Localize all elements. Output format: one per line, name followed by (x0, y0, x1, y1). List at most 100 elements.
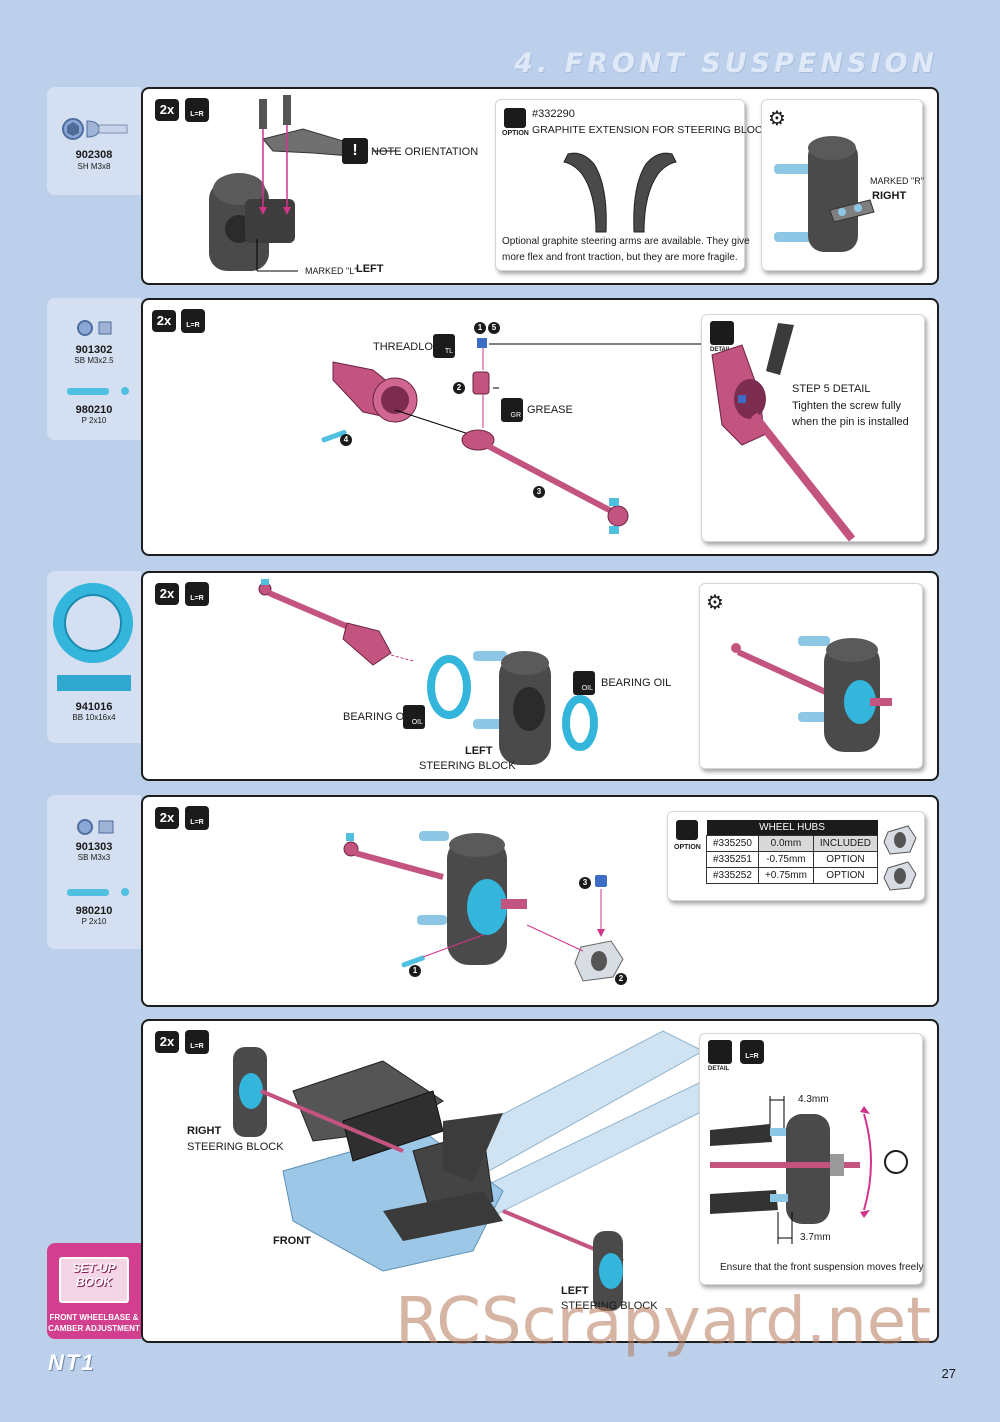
detail-illustration (711, 323, 856, 542)
magnifier-detail-icon (710, 321, 734, 345)
part-desc: SH M3x8 (77, 162, 111, 171)
part-desc: BB 10x16x4 (72, 713, 116, 722)
result-view-panel: ⚙ MARKED "R" RIGHT (761, 99, 924, 271)
wheel-hub-assembly-illustration (343, 831, 624, 982)
grease-label: GREASE (527, 404, 573, 416)
part-code: 901303 (75, 841, 113, 853)
page-number: 27 (941, 1366, 956, 1381)
part-code: 941016 (75, 701, 113, 713)
detail-tag: DETAIL (710, 347, 732, 353)
wheel-hub-icons (883, 825, 917, 891)
graphite-arms-illustration (563, 152, 677, 233)
set-screw-icon (77, 819, 114, 835)
option-title: GRAPHITE EXTENSION FOR STEERING BLOCK (2… (532, 124, 786, 136)
driveshaft-assembly-illustration (321, 338, 703, 534)
left-label: LEFT (561, 1285, 589, 1297)
note-orientation-label: NOTE ORIENTATION (371, 146, 479, 158)
book-icon (59, 1257, 129, 1303)
parts-panel-step2: 901302 SB M3x2.5 980210 P 2x10 (47, 298, 141, 440)
detail-panel: DETAIL L=R 4.3mm 3.7mm Ensure that the f… (699, 1033, 923, 1285)
setup-book-text-1: FRONT WHEELBASE & (49, 1313, 139, 1322)
left-label: LEFT (465, 745, 493, 757)
option-tag: OPTION (502, 130, 529, 137)
qty-badge: 2x (155, 1031, 179, 1053)
right-label: RIGHT (872, 190, 907, 202)
bearing-icon (53, 583, 133, 691)
bearing-install-illustration (258, 579, 598, 765)
option-text-line2: more flex and front traction, but they a… (502, 252, 738, 263)
left-label: LEFT (356, 263, 384, 275)
magnifier-detail-icon (708, 1040, 732, 1064)
bearing-oil-label-right: BEARING OIL (601, 677, 672, 689)
steering-block-right-illustration (774, 136, 875, 252)
step-number-3: 3 (579, 877, 591, 889)
oil-icon: OIL (403, 705, 425, 729)
qty-badge: 2x (152, 310, 176, 332)
detail-note: Ensure that the front suspension moves f… (720, 1262, 924, 1273)
brand-logo: NT1 (48, 1350, 96, 1375)
marked-left-label: MARKED "L" (305, 266, 358, 276)
table-row: #335251 -0.75mm OPTION (706, 851, 879, 868)
watermark: RCScrapyard.net (395, 1285, 932, 1359)
detail-title: STEP 5 DETAIL (792, 383, 871, 395)
left-steering-block-label: STEERING BLOCK (561, 1300, 658, 1312)
parts-panel-step4: 901303 SB M3x3 980210 P 2x10 (47, 795, 141, 949)
qty-badge: 2x (155, 99, 179, 121)
step-4: 2x L=R 3 1 2 OPTION WHEEL HUBS #335250 0… (141, 795, 939, 1007)
table-row: #335252 +0.75mm OPTION (706, 867, 879, 884)
result-view-panel: ⚙ (699, 583, 923, 769)
assembled-block-illustration (731, 636, 892, 752)
oil-icon: OIL (573, 671, 595, 695)
pin-icon (67, 387, 129, 395)
detail-tag: DETAIL (708, 1066, 730, 1072)
steering-block-assembly-illustration (209, 95, 399, 272)
step-number-1: 1 (409, 965, 421, 977)
right-label: RIGHT (187, 1125, 222, 1137)
part-desc: SB M3x3 (77, 853, 111, 862)
left-right-same-icon: L=R (185, 1030, 209, 1054)
option-thumb-icon (676, 820, 698, 840)
qty-badge: 2x (155, 807, 179, 829)
left-right-same-icon: L=R (185, 806, 209, 830)
table-row: #335250 0.0mm INCLUDED (706, 835, 879, 852)
dimension-top: 4.3mm (798, 1094, 829, 1105)
left-right-same-icon: L=R (185, 98, 209, 122)
grease-icon: GR (501, 398, 523, 422)
option-graphite-extension-panel: OPTION #332290 GRAPHITE EXTENSION FOR ST… (495, 99, 785, 271)
setup-book-title-2: BOOK (76, 1275, 112, 1289)
step-number-2: 2 (453, 382, 465, 394)
step-number-2: 2 (615, 973, 627, 985)
set-screw-icon (77, 320, 112, 336)
threadlock-label: THREADLOCK (373, 341, 449, 353)
pin-icon (67, 888, 129, 896)
setup-book-text-2: CAMBER ADJUSTMENT (48, 1324, 140, 1333)
part-desc: SB M3x2.5 (74, 356, 114, 365)
warning-icon: ! (342, 138, 368, 164)
front-label: FRONT (273, 1235, 311, 1247)
step-number-3: 3 (533, 486, 545, 498)
step-5: 2x L=R RIGHT STEERING BLOCK FRONT LEFT S… (141, 1019, 939, 1343)
wheel-hubs-option-panel: OPTION WHEEL HUBS #335250 0.0mm INCLUDED… (667, 811, 925, 901)
right-steering-block-label: STEERING BLOCK (187, 1141, 284, 1153)
step-3: 2x L=R OIL BEARING OIL BEARING OIL OIL L… (141, 571, 939, 781)
option-text-line1: Optional graphite steering arms are avai… (502, 236, 750, 247)
steering-block-label: STEERING BLOCK (419, 760, 516, 772)
step-number-1: 1 (474, 322, 486, 334)
setup-book-badge[interactable]: SET-UP BOOK FRONT WHEELBASE & CAMBER ADJ… (47, 1243, 141, 1339)
threadlock-icon: TL (433, 334, 455, 358)
step-number-5: 5 (488, 322, 500, 334)
setup-book-title-1: SET-UP (72, 1261, 116, 1275)
detail-text-line1: Tighten the screw fully (792, 400, 902, 412)
detail-panel: DETAIL STEP 5 DETAIL Tighten the screw f… (701, 314, 925, 542)
dimension-bottom: 3.7mm (800, 1232, 831, 1243)
option-thumb-icon (504, 108, 526, 128)
gears-check-icon: ⚙ (706, 592, 724, 614)
part-code: 980210 (75, 905, 113, 917)
step-1: 2x L=R ! NOTE ORIENTATION MARKED "L" LEF… (141, 87, 939, 285)
part-desc: P 2x10 (81, 416, 107, 425)
left-right-same-icon: L=R (185, 582, 209, 606)
button-head-screw-icon (62, 118, 128, 140)
parts-panel-step1: 902308 SH M3x8 (47, 87, 141, 195)
step-2: 2x L=R THREADLOCK TL 1 5 2 GR GREASE 4 3… (141, 298, 939, 556)
wheel-hubs-table: WHEEL HUBS #335250 0.0mm INCLUDED #33525… (706, 820, 879, 884)
